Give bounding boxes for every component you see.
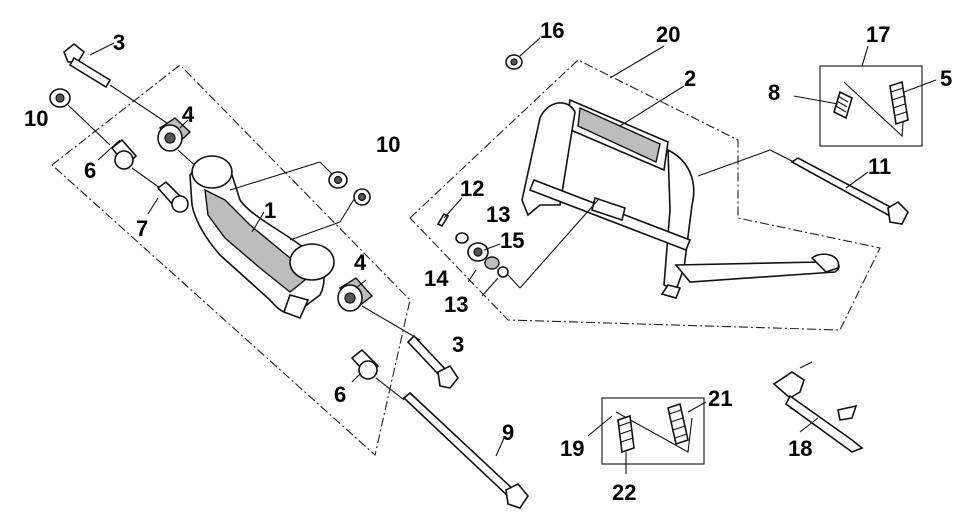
callout-5: 5 bbox=[940, 66, 952, 91]
callout-14: 14 bbox=[424, 266, 449, 291]
callout-21: 21 bbox=[708, 386, 732, 411]
callout-6-upper: 6 bbox=[84, 158, 96, 183]
callout-19: 19 bbox=[560, 436, 584, 461]
callout-7: 7 bbox=[136, 216, 148, 241]
spring-22 bbox=[617, 414, 635, 454]
spring-5 bbox=[889, 80, 909, 126]
main-stand-outline bbox=[409, 59, 881, 331]
bolt-11 bbox=[790, 157, 909, 225]
axle-9 bbox=[402, 391, 529, 509]
callout-3-lower: 3 bbox=[452, 332, 464, 357]
callout-16: 16 bbox=[540, 18, 564, 43]
callout-4-lower: 4 bbox=[354, 250, 367, 275]
callout-20: 20 bbox=[656, 22, 680, 47]
callout-18: 18 bbox=[788, 436, 812, 461]
side-stand-18 bbox=[772, 361, 864, 453]
washer-16 bbox=[505, 54, 523, 70]
callout-6-lower: 6 bbox=[334, 382, 346, 407]
callout-22: 22 bbox=[612, 480, 636, 505]
callout-13-upper: 13 bbox=[486, 202, 510, 227]
callout-17: 17 bbox=[866, 22, 890, 47]
sleeve-6-lower bbox=[350, 348, 380, 380]
collar-15 bbox=[484, 256, 500, 270]
callout-11: 11 bbox=[868, 154, 891, 179]
spring-kit-17-box bbox=[819, 65, 923, 147]
callout-8: 8 bbox=[768, 80, 780, 105]
washer-13-lower bbox=[497, 266, 509, 278]
callout-4-upper: 4 bbox=[182, 102, 195, 127]
bolt-3-top bbox=[63, 42, 112, 89]
main-stand-2 bbox=[521, 98, 840, 299]
callout-2: 2 bbox=[684, 66, 696, 91]
bushing-4-upper bbox=[157, 117, 192, 152]
callout-3-top: 3 bbox=[113, 30, 125, 55]
callout-13-lower: 13 bbox=[444, 292, 468, 317]
callout-10-right: 10 bbox=[376, 132, 400, 157]
stand-bracket-1 bbox=[189, 155, 335, 320]
sleeve-6-upper bbox=[110, 138, 138, 170]
spring-8 bbox=[833, 90, 853, 120]
left-assembly-outline bbox=[51, 64, 411, 457]
bushing-4-lower bbox=[337, 277, 374, 312]
pivot-bolt-7 bbox=[156, 180, 189, 213]
callout-12: 12 bbox=[460, 176, 484, 201]
callout-9: 9 bbox=[502, 420, 514, 445]
callout-1: 1 bbox=[264, 198, 276, 223]
spring-21 bbox=[667, 402, 689, 446]
washer-13-upper bbox=[455, 232, 469, 244]
nut-10-left bbox=[49, 88, 71, 108]
nut-10-upper-right bbox=[328, 171, 348, 189]
nut-10-lower-right bbox=[353, 188, 371, 206]
bushing-14 bbox=[467, 242, 489, 262]
callout-10-left: 10 bbox=[24, 106, 48, 131]
bolt-3-lower bbox=[406, 334, 459, 389]
callout-15: 15 bbox=[500, 228, 524, 253]
spring-kit-box-lower bbox=[601, 397, 705, 465]
